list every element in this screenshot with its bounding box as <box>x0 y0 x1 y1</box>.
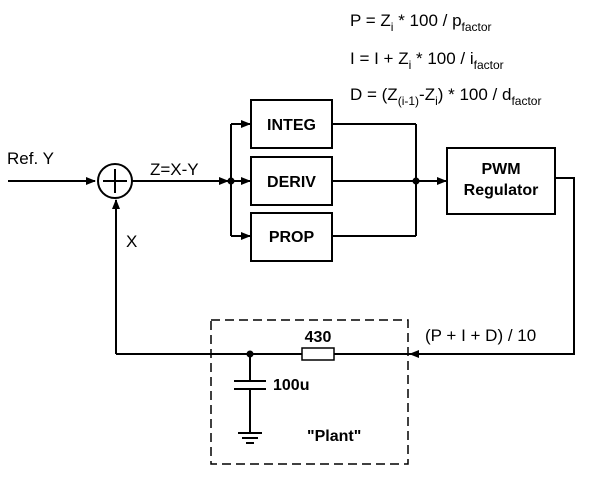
summing-junction <box>97 163 133 199</box>
svg-text:PWM: PWM <box>481 161 520 178</box>
ref-input-label: Ref. Y <box>7 149 54 168</box>
resistor-value: 430 <box>305 329 332 346</box>
svg-text:DERIV: DERIV <box>267 174 316 191</box>
sum-label: (P + I + D) / 10 <box>425 326 536 345</box>
pwm-output-wire <box>409 177 575 358</box>
formula-p: P = Zi * 100 / pfactor <box>350 11 492 34</box>
pwm-regulator-block: PWM Regulator <box>446 147 556 215</box>
error-label: Z=X-Y <box>150 160 199 179</box>
resistor-symbol <box>301 347 335 361</box>
plant-enclosure <box>210 319 409 465</box>
svg-text:INTEG: INTEG <box>267 117 316 134</box>
ground-icon <box>238 432 262 444</box>
capacitor-value: 100u <box>273 377 309 394</box>
svg-text:Regulator: Regulator <box>464 182 539 199</box>
prop-block: PROP <box>250 212 333 262</box>
svg-text:PROP: PROP <box>269 229 315 246</box>
plant-label: "Plant" <box>307 428 361 445</box>
feedback-label: X <box>126 232 137 251</box>
deriv-block: DERIV <box>250 156 333 206</box>
integ-block: INTEG <box>250 99 333 149</box>
formula-i: I = I + Zi * 100 / ifactor <box>350 49 504 72</box>
formula-d: D = (Z(i-1)-Zi) * 100 / dfactor <box>350 85 541 108</box>
